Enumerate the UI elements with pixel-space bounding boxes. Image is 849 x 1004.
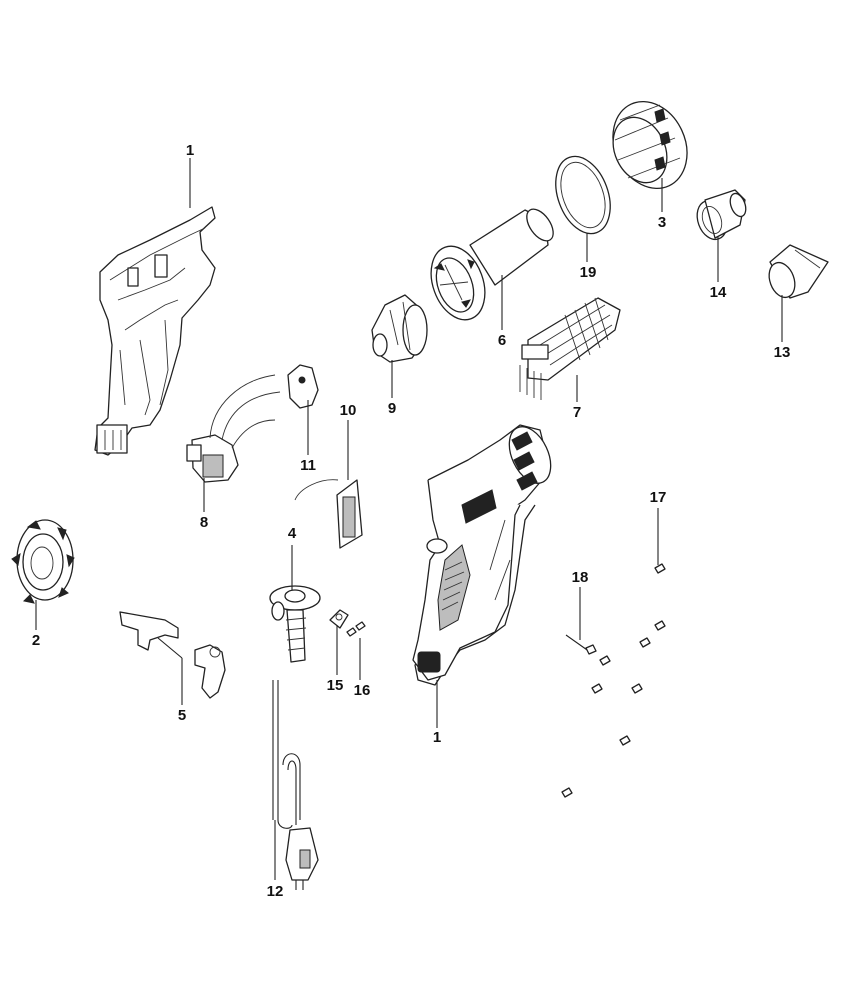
part-1-assembled-housing: [412, 424, 552, 686]
callout-13: 13: [774, 344, 791, 361]
callout-19: 19: [580, 264, 597, 281]
callout-12: 12: [267, 883, 284, 900]
callout-1-lower: 1: [433, 729, 441, 746]
callout-15: 15: [327, 677, 344, 694]
part-4-strain-relief: [269, 585, 321, 663]
callout-5: 5: [178, 707, 186, 724]
part-1-housing-half-left: [94, 206, 216, 456]
part-10-circuit-board: [294, 479, 363, 549]
part-19-mica-gasket: [555, 155, 611, 235]
callout-7: 7: [573, 404, 581, 421]
part-5-bracket: [119, 611, 226, 699]
part-18-long-screw: [565, 634, 597, 655]
part-14-reducer-nozzle: [696, 189, 747, 241]
part-16-screws: [346, 621, 366, 637]
callout-3: 3: [658, 214, 666, 231]
callout-11: 11: [300, 457, 316, 474]
callout-18: 18: [572, 569, 589, 586]
part-9-motor: [371, 294, 428, 363]
callout-4: 4: [288, 525, 297, 542]
callout-2: 2: [32, 632, 40, 649]
part-13-flat-nozzle: [768, 244, 829, 299]
part-7-heating-element: [519, 297, 621, 400]
callout-labels: 1 1 2 3 4 5 6 7 8 9 10 11 12 13 14 15 16…: [32, 142, 791, 900]
part-6-heater-tube: [430, 208, 554, 321]
callout-14: 14: [710, 284, 727, 301]
part-3-grille-ring: [612, 100, 688, 190]
callout-1-upper: 1: [186, 142, 194, 159]
callout-6: 6: [498, 332, 506, 349]
part-17-screws: [561, 563, 666, 798]
part-15-cord-clamp: [329, 609, 349, 629]
callout-10: 10: [340, 402, 357, 419]
callout-16: 16: [354, 682, 371, 699]
callout-9: 9: [388, 400, 396, 417]
part-2-fan-wheel: [11, 519, 75, 604]
part-11-thermal-cutout: [287, 364, 319, 409]
part-8-switch: [186, 374, 281, 483]
part-12-power-cord: [272, 680, 319, 890]
callout-8: 8: [200, 514, 208, 531]
callout-17: 17: [650, 489, 667, 506]
leader-lines: [35, 158, 783, 880]
